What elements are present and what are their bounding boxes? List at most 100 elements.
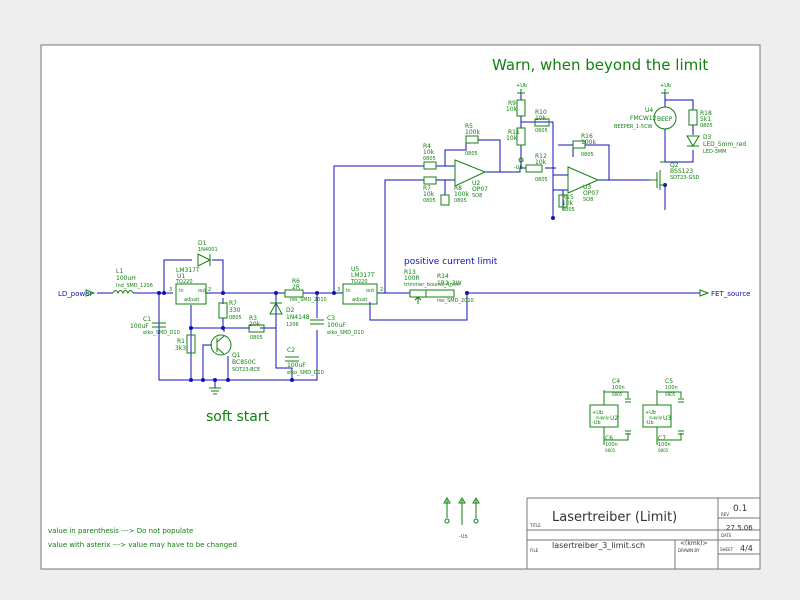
capacitor-C2: C2 100uF elko_SMD_D10 — [285, 347, 324, 376]
svg-text:3: 3 — [169, 287, 172, 293]
svg-text:elko_SMD_D10: elko_SMD_D10 — [327, 330, 364, 336]
resistor-R1: R1 3k3 — [175, 334, 196, 354]
svg-text:100uF: 100uF — [287, 362, 306, 369]
svg-text:U5: U5 — [351, 266, 359, 273]
led-D3: D3 LED_5mm_red LED-3MM — [686, 134, 746, 155]
svg-text:elko_SMD_D10: elko_SMD_D10 — [287, 370, 324, 376]
svg-text:100n: 100n — [605, 442, 618, 448]
svg-text:SOT23-BCE: SOT23-BCE — [232, 367, 260, 373]
svg-text:+Ub: +Ub — [645, 410, 656, 416]
svg-text:SHEET: SHEET — [720, 547, 734, 552]
svg-text:0805: 0805 — [612, 392, 623, 397]
resistor-R10: R10 10k 0805 — [534, 109, 550, 134]
vplus-icon-2 — [661, 89, 669, 94]
resistor-R14: R14 1R2_3W res_SMD_2010 — [425, 273, 474, 304]
svg-text:10k: 10k — [423, 149, 435, 156]
limit-wires — [340, 292, 700, 321]
svg-text:10k: 10k — [506, 135, 518, 142]
power-flags: -Ub — [443, 497, 480, 540]
svg-text:2R: 2R — [292, 284, 300, 291]
svg-text:OP07: OP07 — [583, 190, 599, 197]
svg-text:BEEP: BEEP — [657, 116, 673, 123]
resistor-R12: R12 10k 0805 — [525, 153, 548, 183]
svg-text:0805: 0805 — [423, 156, 436, 162]
svg-text:C6: C6 — [605, 435, 613, 442]
svg-text:R11: R11 — [508, 129, 520, 136]
title-block: Lasertreiber (Limit) TITLE 0.1 REV 27.5.… — [526, 497, 760, 569]
svg-text:R7: R7 — [229, 300, 237, 307]
svg-text:elko_SMD_D10: elko_SMD_D10 — [143, 330, 180, 336]
svg-text:-Ub: -Ub — [592, 420, 601, 426]
drawnby-text: <(kmk)> — [680, 540, 708, 547]
svg-text:10k: 10k — [535, 115, 547, 122]
svg-text:R3: R3 — [249, 315, 257, 322]
opamp-U3: U3 OP07 SO8 — [567, 166, 600, 203]
inductor-L1: L1 100uH Ind_SMD_1206 — [112, 268, 153, 295]
svg-text:100k: 100k — [465, 129, 480, 136]
svg-text:10k: 10k — [506, 106, 518, 113]
svg-text:REV: REV — [721, 512, 729, 517]
svg-text:1206: 1206 — [286, 322, 299, 328]
svg-text:R14: R14 — [437, 273, 449, 280]
resistor-R16: R16 100k 0805 — [572, 133, 596, 158]
svg-text:BC850C: BC850C — [232, 359, 256, 366]
warn-wires-mid — [520, 93, 568, 176]
warn-wires-u2 — [444, 139, 526, 173]
svg-text:BSS123: BSS123 — [670, 168, 693, 175]
svg-text:0805: 0805 — [465, 151, 478, 157]
svg-text:100n: 100n — [665, 385, 678, 391]
opamp-U2: U2 OP07 SO8 — [454, 159, 488, 199]
svg-text:C3: C3 — [327, 315, 335, 322]
sheet-text: 4/4 — [740, 544, 753, 553]
net-label-out: FET_source — [711, 290, 750, 298]
svg-text:0805: 0805 — [665, 392, 676, 397]
svg-text:100k: 100k — [581, 139, 596, 146]
resistor-R9: R9 10k — [506, 99, 526, 117]
svg-text:R7: R7 — [423, 185, 431, 192]
poscurrent-title: positive current limit — [404, 257, 498, 267]
svg-text:TITLE: TITLE — [529, 523, 541, 528]
vminus-icon-1 — [518, 157, 524, 163]
net-label-in: LD_power — [58, 290, 93, 298]
resistor-R7b: R7 10k 0805 — [423, 176, 437, 204]
svg-text:D2: D2 — [286, 307, 295, 314]
softstart-title: soft start — [206, 409, 270, 425]
svg-text:0805: 0805 — [250, 335, 263, 341]
svg-text:TO220: TO220 — [175, 279, 193, 285]
svg-text:SOT23-GSD: SOT23-GSD — [670, 175, 700, 181]
capacitor-C1: C1 100uF elko_SMD_D10 — [130, 316, 180, 336]
svg-text:SO8: SO8 — [583, 197, 593, 203]
svg-text:D1: D1 — [198, 240, 207, 247]
svg-text:C2: C2 — [287, 347, 295, 354]
svg-text:10k: 10k — [535, 159, 547, 166]
svg-text:2: 2 — [380, 287, 383, 293]
svg-text:10k: 10k — [423, 191, 435, 198]
regulator-U5: U5 LM317T TO220 3 2 in out adjust — [337, 266, 383, 305]
svg-text:Q2: Q2 — [670, 162, 679, 169]
net-vminus-1: -Ub — [514, 165, 523, 171]
svg-text:LM317T: LM317T — [351, 272, 375, 279]
output-port-icon — [699, 289, 710, 297]
net-vplus-1: +Ub — [516, 83, 527, 89]
svg-text:0805: 0805 — [535, 177, 548, 183]
net-vplus-2: +Ub — [660, 83, 671, 89]
svg-text:0805: 0805 — [454, 198, 467, 204]
diode-D1: D1 1N4001 — [197, 240, 218, 267]
resistor-R8: R8 100k 0805 — [440, 185, 469, 206]
svg-text:100n: 100n — [612, 385, 625, 391]
svg-text:in: in — [179, 288, 184, 294]
resistor-R7: R7 330 0805 — [218, 300, 242, 321]
svg-text:supply: supply — [649, 415, 663, 420]
svg-text:0805: 0805 — [535, 128, 548, 134]
svg-text:Q1: Q1 — [232, 352, 241, 359]
resistor-R18: R18 5k1 0805 — [688, 109, 713, 129]
svg-text:0805: 0805 — [562, 207, 575, 213]
svg-text:U3: U3 — [583, 184, 591, 191]
svg-text:1N4001: 1N4001 — [198, 247, 218, 253]
svg-text:R8: R8 — [454, 185, 462, 192]
svg-text:U2: U2 — [610, 415, 618, 422]
note-line-1: value in parenthesis ---> Do not populat… — [48, 527, 193, 535]
supply-block-U2: +Ub -Ub U2 supply C4 100n 0805 C6 100n 0… — [589, 378, 631, 453]
svg-text:res_SMD_2010: res_SMD_2010 — [437, 298, 474, 304]
